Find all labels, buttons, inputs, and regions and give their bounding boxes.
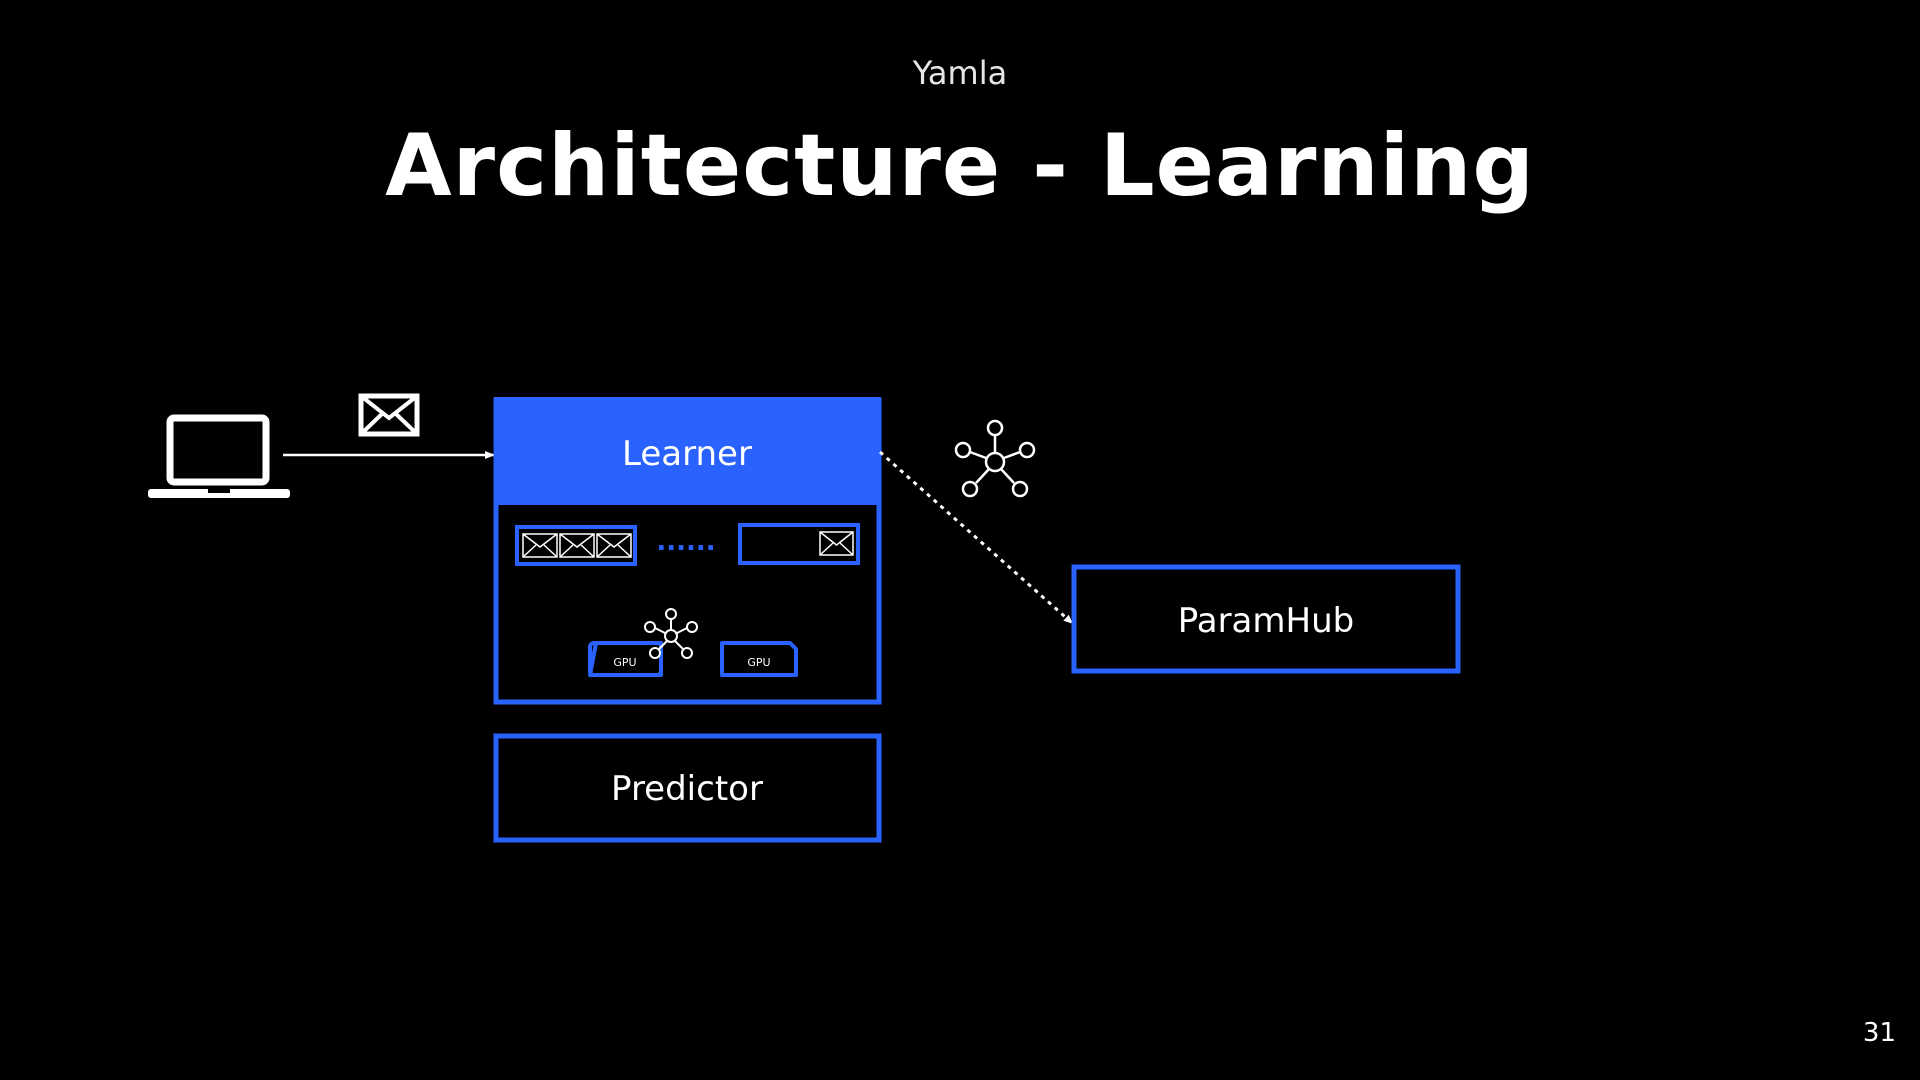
gpu-chip-2: GPU [720,641,798,677]
gpu-label-1: GPU [613,656,636,669]
queued-envelope-icon [819,531,854,556]
learner-to-paramhub-arrow [879,450,1073,625]
network-hub-icon [954,419,1036,498]
message-queue-left [515,525,637,566]
envelope-icon [358,393,420,437]
learner-node: Learner [493,397,882,705]
laptop-icon [148,414,290,498]
queued-envelope-icon [559,533,595,558]
learner-label: Learner [622,434,752,474]
queue-ellipsis: ...... [656,527,715,557]
queued-envelope-icon [596,533,632,558]
message-queue-right [738,523,860,565]
slide-page-number: 31 [1862,1018,1896,1048]
predictor-node: Predictor [493,733,882,843]
paramhub-node: ParamHub [1071,564,1461,674]
slide-subtitle: Yamla [912,54,1008,92]
predictor-label: Predictor [611,769,763,809]
queued-envelope-icon [522,533,558,558]
slide-title: Architecture - Learning [385,116,1535,216]
network-hub-icon [644,608,698,659]
gpu-chip-1: GPU [588,641,663,677]
paramhub-label: ParamHub [1178,601,1354,641]
gpu-label-2: GPU [747,656,770,669]
